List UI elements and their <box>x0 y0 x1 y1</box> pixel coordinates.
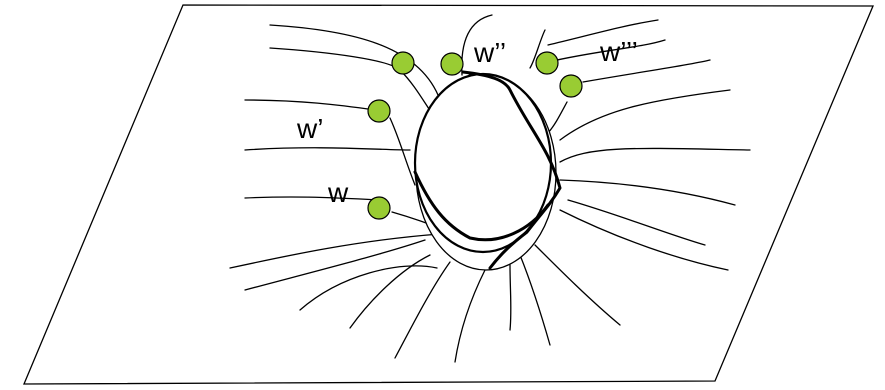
node-w-prime <box>368 100 390 122</box>
label-w-prime: w’ <box>296 113 323 144</box>
node-w-triple-prime-a <box>536 52 558 74</box>
label-w: w <box>327 177 349 208</box>
label-w-double-prime: w’’ <box>473 37 506 68</box>
node-top-left <box>392 52 414 74</box>
node-w-double-prime <box>441 53 463 75</box>
label-w-triple-prime: w’’’ <box>599 36 638 67</box>
node-w <box>368 197 390 219</box>
node-w-triple-prime-b <box>560 75 582 97</box>
